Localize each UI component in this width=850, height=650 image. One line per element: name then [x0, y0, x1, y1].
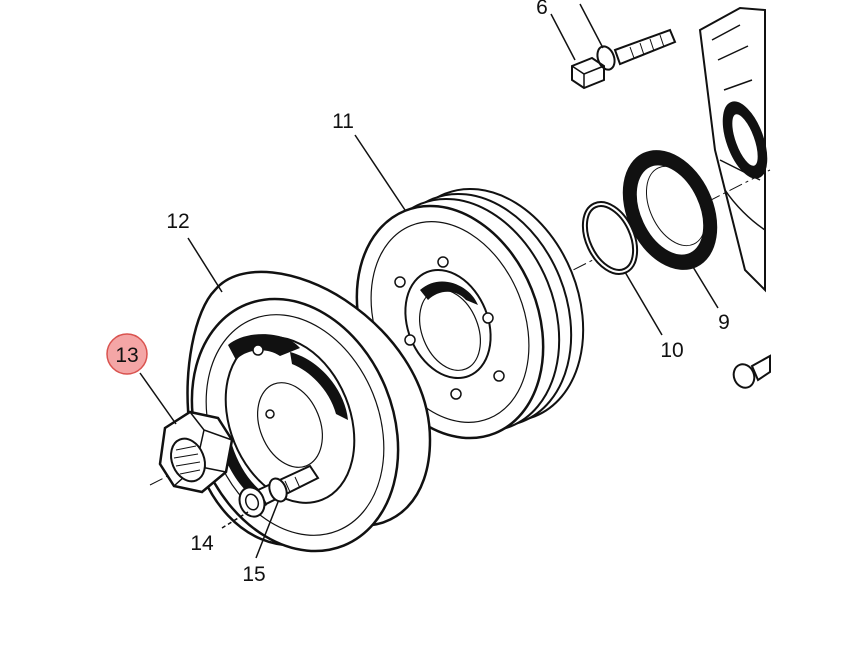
callout-13-badge — [106, 333, 148, 375]
leader-6 — [550, 13, 576, 61]
engine-housing — [698, 6, 768, 293]
damper-pulley — [186, 270, 432, 553]
label-14: 14 — [190, 532, 214, 555]
oil-seal — [622, 150, 718, 270]
leader-5 — [579, 3, 604, 49]
callout-13-label: 13 — [115, 344, 138, 367]
label-6: 6 — [536, 0, 548, 19]
o-ring — [581, 201, 639, 275]
label-10: 10 — [660, 339, 683, 362]
crankshaft-nut — [158, 410, 234, 494]
leader-10 — [624, 271, 663, 336]
label-11: 11 — [332, 110, 354, 133]
callout-13: 13 — [106, 333, 148, 375]
leader-12 — [187, 237, 223, 293]
leader-13 — [139, 372, 177, 425]
leader-14 — [221, 511, 249, 529]
label-15: 15 — [242, 563, 265, 586]
label-12: 12 — [166, 210, 189, 233]
leader-11 — [354, 134, 406, 211]
flange-bolt — [571, 28, 677, 90]
damper-bolt — [238, 464, 320, 518]
label-9: 9 — [718, 311, 730, 334]
lower-right-bolt — [732, 354, 771, 389]
label-5: 5 — [569, 0, 581, 3]
leader-9 — [689, 261, 719, 309]
leader-15 — [255, 501, 279, 559]
